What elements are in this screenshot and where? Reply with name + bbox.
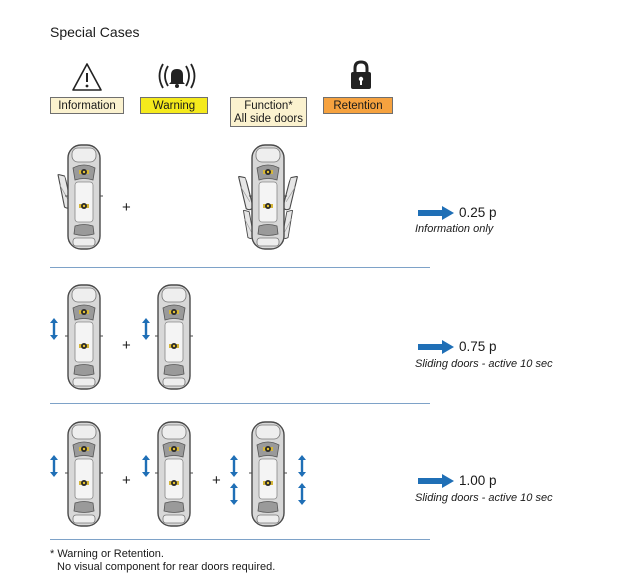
right-arrow-icon <box>418 474 454 488</box>
car-sliding-door-left <box>142 421 194 527</box>
legend-information: Information <box>50 97 124 114</box>
warning-triangle-icon <box>72 63 102 91</box>
plus-sign: + <box>212 472 221 489</box>
separator <box>50 539 430 540</box>
result-note: Sliding doors - active 10 sec <box>415 492 553 504</box>
legend-function: Function* All side doors <box>230 97 307 127</box>
separator <box>50 267 430 268</box>
plus-sign: + <box>122 472 131 489</box>
result-value: 0.75 p <box>459 339 497 354</box>
separator <box>50 403 430 404</box>
car-information-open-door <box>52 144 104 250</box>
page-title: Special Cases <box>50 24 140 40</box>
legend-warning: Warning <box>140 97 208 114</box>
car-sliding-doors-all <box>230 421 306 527</box>
legend-retention: Retention <box>323 97 393 114</box>
car-sliding-door-left <box>50 284 104 390</box>
plus-sign: + <box>122 199 131 216</box>
legend-function-line2: All side doors <box>233 113 304 125</box>
plus-sign: + <box>122 337 131 354</box>
result-value: 1.00 p <box>459 473 497 488</box>
footnote-line2: No visual component for rear doors requi… <box>57 561 276 573</box>
car-all-doors-open <box>233 144 303 250</box>
right-arrow-icon <box>418 206 454 220</box>
bell-ringing-icon <box>158 63 196 89</box>
legend-function-line1: Function* <box>244 100 293 112</box>
result-note: Information only <box>415 223 494 235</box>
result-value: 0.25 p <box>459 205 497 220</box>
car-sliding-door-left <box>50 421 104 527</box>
padlock-icon <box>351 60 371 89</box>
result-note: Sliding doors - active 10 sec <box>415 358 553 370</box>
right-arrow-icon <box>418 340 454 354</box>
footnote-line1: * Warning or Retention. <box>50 548 164 560</box>
car-sliding-door-left <box>142 284 194 390</box>
